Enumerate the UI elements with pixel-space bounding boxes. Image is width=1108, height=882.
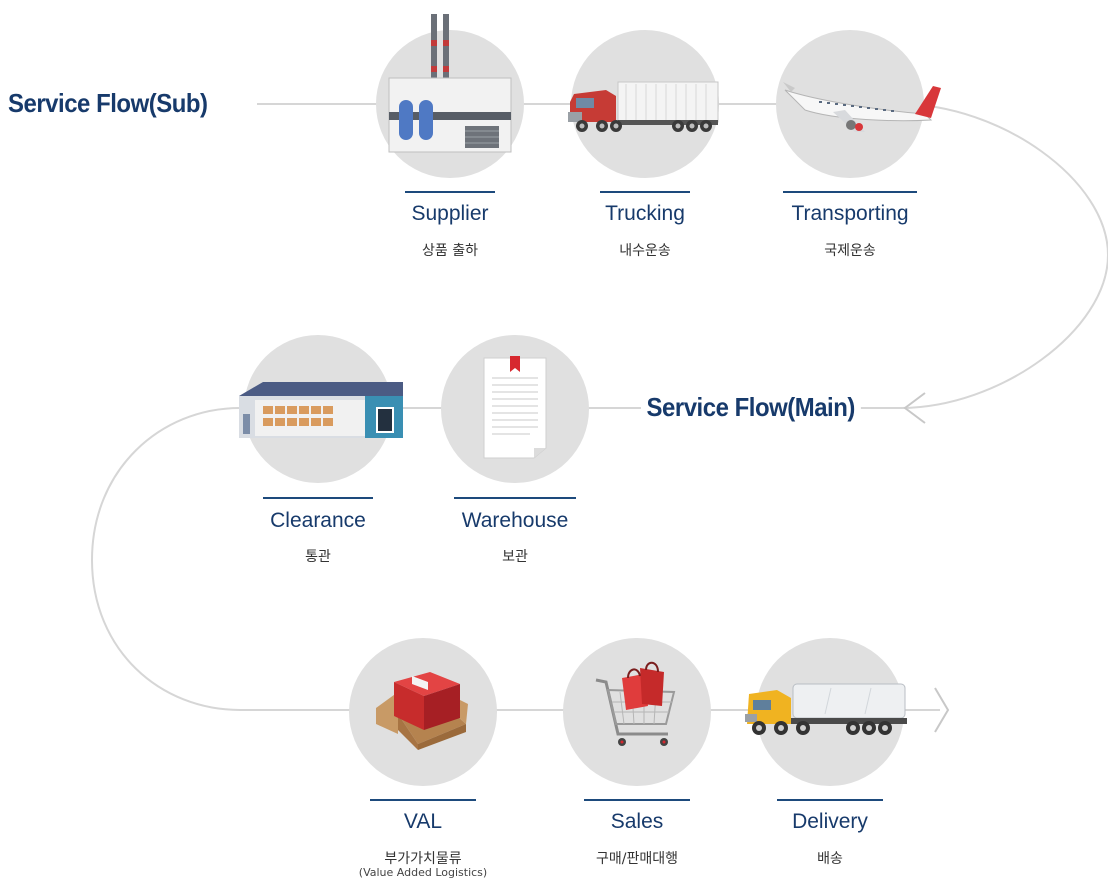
flow-line [90, 103, 1108, 711]
node-korean-label: 통관 [305, 549, 331, 565]
node-label: Warehouse [461, 509, 569, 532]
node-label: Trucking [605, 202, 685, 225]
node-sub-label: (Value Added Logistics) [358, 866, 488, 879]
node-underline [263, 497, 373, 499]
node-underline [584, 799, 690, 801]
node-sales: Sales 구매/판매대행 [562, 600, 712, 882]
node-underline [777, 799, 883, 801]
node-delivery: Delivery 배송 [745, 600, 907, 882]
main-arrow-icon [903, 392, 926, 424]
node-trucking: Trucking 내수운송 [568, 0, 720, 270]
node-underline [370, 799, 476, 801]
node-clearance: Clearance 통관 [239, 300, 403, 570]
node-label: Clearance [270, 509, 366, 532]
shopping-cart-icon [595, 661, 676, 746]
title-service-flow-main: Service Flow(Main) [641, 392, 861, 423]
node-supplier: Supplier 상품 출하 [375, 0, 525, 270]
node-underline [783, 191, 917, 193]
node-korean-label: 배송 [817, 851, 843, 867]
node-korean-label: 구매/판매대행 [596, 851, 678, 867]
node-korean-label: 부가가치물류 [384, 851, 462, 867]
node-korean-label: 내수운송 [619, 243, 671, 259]
node-label: Sales [610, 810, 664, 833]
node-warehouse: Warehouse 보관 [440, 300, 590, 570]
end-arrow-icon [934, 687, 950, 733]
node-label: Supplier [411, 202, 489, 225]
warehouse-building-icon [239, 382, 403, 438]
title-service-flow-sub: Service Flow(Sub) [8, 88, 208, 118]
node-korean-label: 보관 [502, 549, 528, 565]
node-underline [600, 191, 690, 193]
document-icon [483, 356, 547, 459]
node-transporting: Transporting 국제운송 [775, 0, 941, 270]
container-truck-icon [568, 81, 719, 132]
delivery-truck-icon [745, 683, 907, 735]
box-icon [376, 672, 468, 750]
node-korean-label: 상품 출하 [422, 243, 478, 259]
node-label: VAL [403, 810, 443, 833]
node-underline [405, 191, 495, 193]
factory-icon [388, 14, 512, 153]
node-korean-label: 국제운송 [824, 243, 876, 259]
node-label: Transporting [791, 202, 909, 225]
node-val: VAL 부가가치물류 (Value Added Logistics) [348, 600, 498, 882]
airplane-icon [783, 82, 941, 132]
node-underline [454, 497, 576, 499]
node-label: Delivery [792, 810, 868, 833]
